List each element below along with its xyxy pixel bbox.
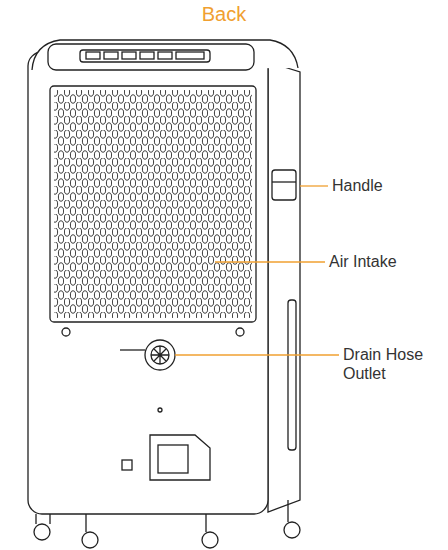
part-label: Air Intake <box>329 252 439 271</box>
view-title: Back <box>0 2 448 26</box>
part-label: Drain Hose Outlet <box>343 345 443 383</box>
part-label: Handle <box>332 176 432 195</box>
leader-lines <box>175 186 339 355</box>
